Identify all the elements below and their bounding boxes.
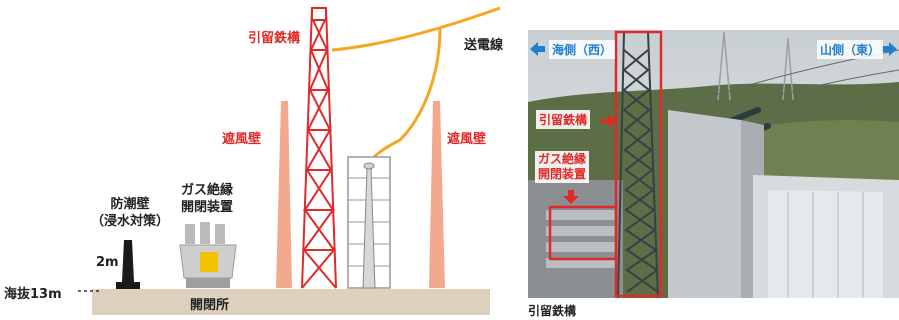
- site-photo: [528, 30, 899, 298]
- mountain-side-label: 山側（東）: [817, 40, 884, 59]
- gis-highlight-box: [548, 205, 618, 261]
- gis-label: ガス絶縁 開閉装置: [181, 183, 234, 215]
- gis-pointer-arrow: [563, 190, 579, 204]
- photo-gis-label: ガス絶縁 開閉装置: [535, 151, 590, 183]
- tide-wall: [116, 240, 140, 289]
- dead-end-tower: [301, 7, 337, 289]
- transmission-line-label: 送電線: [464, 38, 504, 53]
- ground-platform: [92, 289, 490, 315]
- photo-caption: 引留鉄構: [528, 304, 577, 318]
- tide-wall-label: 防潮壁 （浸水対策）: [91, 197, 170, 229]
- elevation-label: 海抜13m: [4, 287, 62, 302]
- east-arrow-icon: [882, 42, 897, 56]
- dead-end-tower-label: 引留鉄構: [248, 31, 301, 46]
- gis-equipment: [179, 222, 237, 288]
- wind-wall-left: [276, 101, 292, 288]
- tower-highlight-box: [614, 30, 663, 298]
- switchyard-label: 開閉所: [190, 298, 230, 313]
- wind-wall-right: [429, 101, 445, 288]
- sea-side-label: 海側（西）: [549, 40, 616, 59]
- tower-pointer-arrow: [600, 114, 616, 128]
- bushing-structure: [347, 156, 391, 289]
- wind-wall-right-label: 遮風壁: [447, 132, 487, 147]
- wind-wall-left-label: 遮風壁: [222, 132, 262, 147]
- west-arrow-icon: [530, 42, 545, 56]
- switchyard-diagram: [78, 6, 501, 315]
- tide-wall-height-label: 2m: [96, 255, 119, 270]
- photo-tower-label: 引留鉄構: [536, 110, 591, 129]
